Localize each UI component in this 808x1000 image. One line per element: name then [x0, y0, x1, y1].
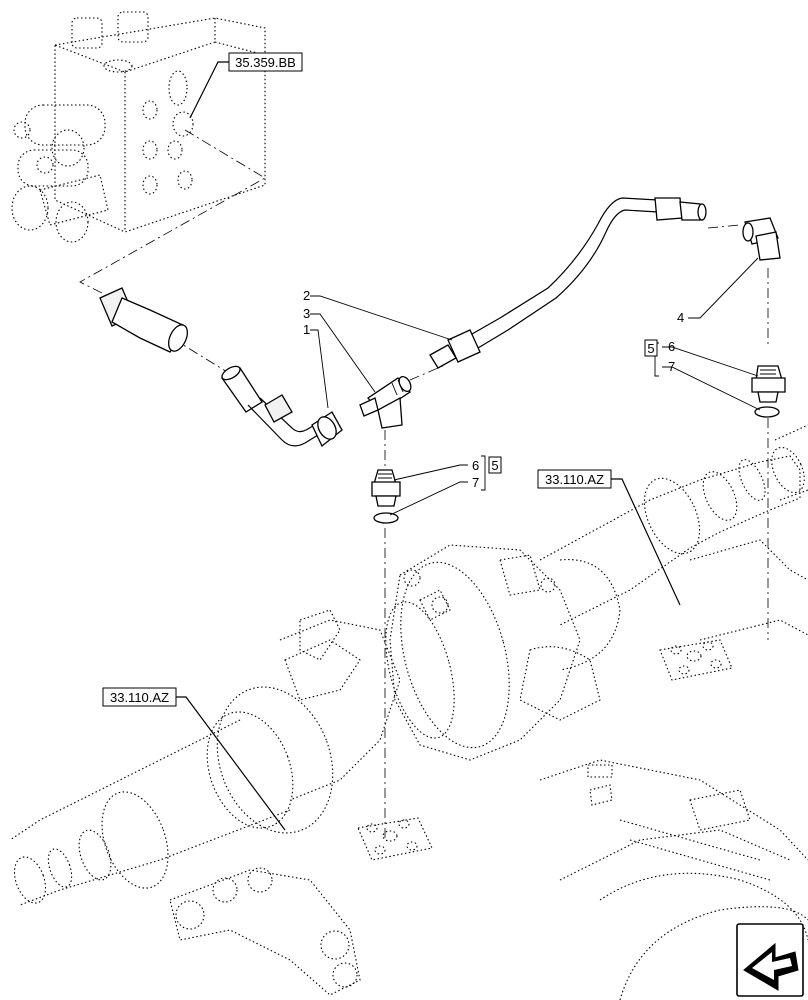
tube-part-1 — [221, 365, 343, 448]
reference-box-35-359-bb[interactable]: 35.359.BB — [228, 52, 303, 72]
callout-6-center: 6 — [472, 458, 479, 473]
reference-text: 35.359.BB — [235, 55, 296, 70]
elbow-fitting-part-4 — [742, 217, 781, 261]
tube-part-2 — [429, 197, 707, 369]
callout-2: 2 — [303, 288, 310, 303]
front-axle-housing — [9, 424, 808, 1000]
callout-3: 3 — [303, 306, 310, 321]
callout-5-right-box: 5 — [644, 339, 658, 357]
connector-part-6-right — [751, 365, 786, 403]
connector-part-6-center — [371, 469, 401, 507]
next-page-arrow-icon[interactable] — [736, 923, 804, 997]
o-ring-part-7-center — [373, 512, 399, 524]
callout-6-right: 6 — [668, 339, 675, 354]
callout-5-center: 5 — [491, 458, 498, 473]
callout-7-right: 7 — [668, 359, 675, 374]
tee-fitting-part-3 — [359, 375, 412, 429]
callout-4: 4 — [677, 310, 684, 325]
callout-5-center-box: 5 — [488, 456, 502, 474]
control-valve-block — [11, 11, 266, 243]
hose-assembly — [99, 287, 189, 353]
o-ring-part-7-right — [754, 406, 780, 418]
reference-box-33-110-az-left[interactable]: 33.110.AZ — [102, 687, 177, 707]
reference-box-33-110-az-right[interactable]: 33.110.AZ — [537, 469, 612, 489]
callout-5-right: 5 — [647, 341, 654, 356]
callout-1: 1 — [303, 322, 310, 337]
reference-text: 33.110.AZ — [110, 690, 169, 705]
callout-leaders — [310, 257, 761, 516]
callout-7-center: 7 — [472, 475, 479, 490]
reference-text: 33.110.AZ — [545, 472, 604, 487]
